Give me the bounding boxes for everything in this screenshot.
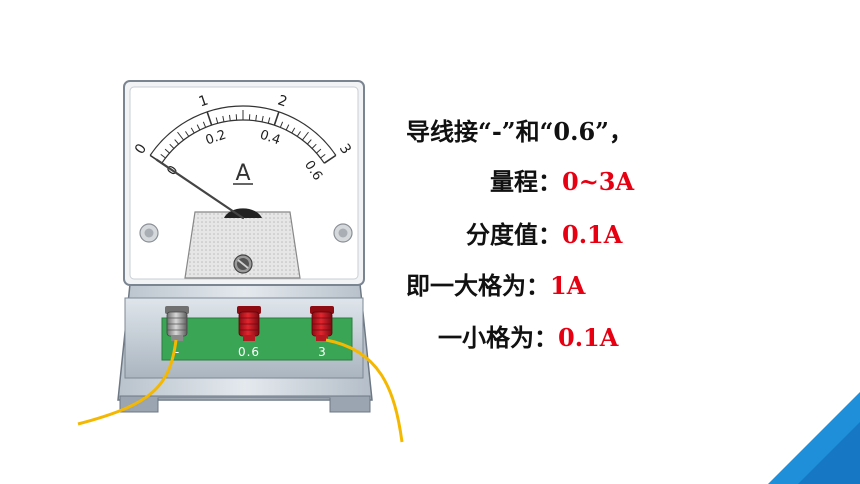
wiring-mid: ”和“ — [501, 117, 554, 146]
zero-adjust-screw — [233, 254, 253, 274]
scale-tick — [323, 154, 337, 164]
scale-tick — [169, 143, 175, 149]
scale-tick — [196, 124, 201, 131]
corner-decoration — [768, 392, 860, 484]
scale-tick — [160, 153, 166, 159]
scale-arc-upper — [149, 105, 337, 156]
terminal-label-3: 3 — [318, 345, 326, 359]
division-value: 0.1A — [562, 220, 623, 249]
scale-tick — [174, 139, 179, 145]
scale-tick — [307, 139, 312, 145]
big-division-label: 即一大格为： — [406, 271, 550, 300]
ammeter-diagram: - 0.6 3 012300.20.40.6 A — [77, 80, 404, 443]
scale-tick — [255, 114, 258, 121]
terminal-label-minus: - — [175, 345, 179, 359]
wiring-prefix: 导线接“ — [406, 117, 492, 146]
mechanism-window — [184, 208, 301, 279]
terminal-minus — [165, 306, 189, 341]
scale-tick — [206, 111, 213, 126]
scale-tick — [202, 121, 207, 128]
scale-tick — [228, 114, 231, 121]
scale-tick — [273, 111, 280, 126]
terminal-3 — [310, 306, 334, 341]
line-small-division: 一小格为：0.1A — [438, 322, 618, 354]
scale-tick — [222, 115, 225, 122]
wire-left — [77, 339, 178, 426]
scale-tick — [215, 117, 219, 124]
scale-tick — [185, 131, 190, 137]
small-division-label: 一小格为： — [438, 323, 558, 352]
scale-tick — [285, 124, 290, 131]
scale-tick — [279, 121, 284, 128]
scale-tick — [316, 148, 322, 154]
scale-tick — [267, 117, 271, 124]
meter-needle — [155, 158, 245, 220]
scale-tick — [190, 127, 195, 134]
wire-right — [325, 338, 404, 443]
range-value: 0~3A — [562, 167, 635, 196]
left-screw — [139, 223, 159, 243]
lower-scale-label: 0.2 — [204, 128, 228, 149]
dial-face — [123, 80, 365, 286]
scale-tick — [296, 131, 301, 137]
small-division-value: 0.1A — [558, 323, 619, 352]
scale-tick — [177, 131, 184, 141]
scale-tick — [291, 127, 296, 134]
wiring-terminal-06: 0.6 — [553, 117, 596, 146]
terminal-label-0.6: 0.6 — [238, 345, 260, 359]
scale-tick — [164, 148, 170, 154]
scale-tick — [311, 143, 317, 149]
line-wiring: 导线接“-”和“0.6”， — [406, 116, 633, 148]
line-division: 分度值：0.1A — [466, 219, 622, 251]
division-label: 分度值： — [466, 220, 562, 249]
right-screw — [333, 223, 353, 243]
lower-scale-label: 0.4 — [258, 128, 282, 149]
big-division-value: 1A — [550, 271, 586, 300]
wiring-terminal-minus: - — [491, 117, 502, 146]
unit-symbol: A — [235, 161, 250, 186]
scale-tick — [261, 115, 264, 122]
scale-tick — [302, 131, 309, 141]
scale-tick — [320, 153, 326, 159]
wiring-suffix: ”， — [595, 117, 633, 146]
range-label: 量程： — [490, 167, 562, 196]
meter-scale: 012300.20.40.6 — [132, 92, 354, 183]
line-range: 量程：0~3A — [490, 166, 634, 198]
line-big-division: 即一大格为：1A — [406, 270, 585, 302]
terminal-0.6 — [237, 306, 261, 341]
